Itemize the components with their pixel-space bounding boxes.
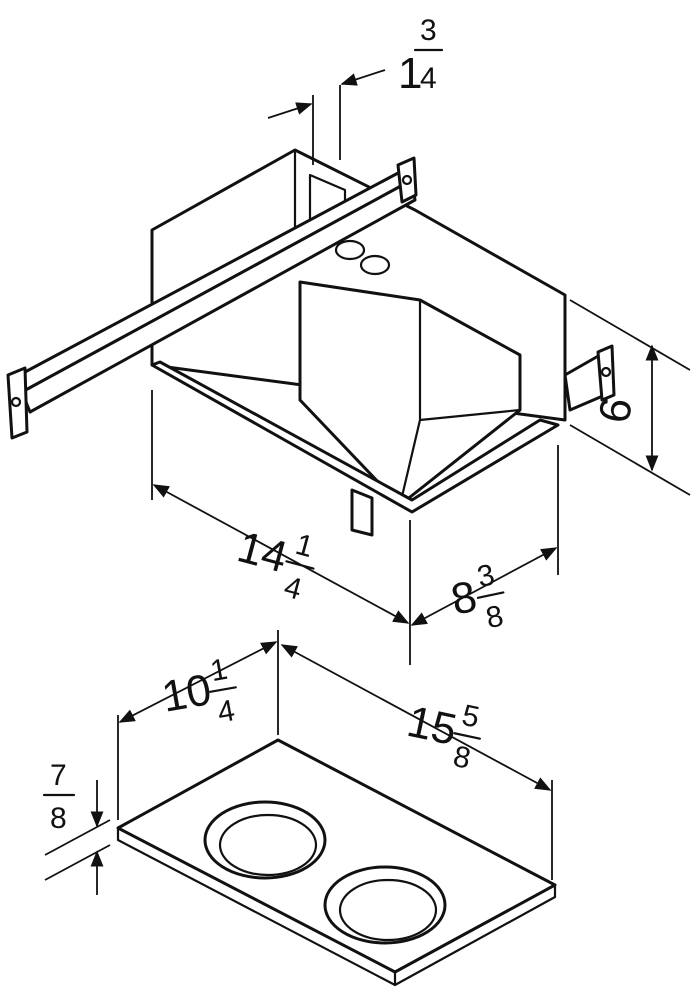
grille-width-whole: 10 <box>158 665 215 722</box>
rail-width-den: 4 <box>420 62 437 95</box>
housing-length-num: 1 <box>292 528 317 564</box>
rail-width-num: 3 <box>420 14 437 47</box>
housing-length-den: 4 <box>281 570 306 606</box>
housing-length-whole: 14 <box>232 522 292 582</box>
mounting-rail <box>6 156 616 440</box>
label-height: 6 <box>590 394 643 427</box>
grille-width-num: 1 <box>208 653 230 688</box>
grille-length-den: 8 <box>450 740 473 776</box>
rail-width-whole: 1 <box>398 49 422 98</box>
grille-length-whole: 15 <box>403 697 461 755</box>
grille-width-den: 4 <box>215 694 237 729</box>
dimension-lines <box>44 69 691 895</box>
housing-depth-num: 3 <box>474 558 497 594</box>
label-housing-depth: 8 3 8 <box>447 558 506 635</box>
housing-depth-whole: 8 <box>447 572 481 625</box>
grille-thickness-num: 7 <box>50 759 67 792</box>
label-grille-thickness: 7 8 <box>42 759 76 835</box>
label-rail-width: 1 3 4 <box>398 14 444 98</box>
label-housing-length: 14 1 4 <box>232 522 317 606</box>
housing-depth-den: 8 <box>483 599 506 635</box>
label-grille-width: 10 1 4 <box>158 653 237 730</box>
grille-thickness-den: 8 <box>50 802 67 835</box>
grille <box>116 738 557 987</box>
height-value: 6 <box>590 394 643 427</box>
grille-length-num: 5 <box>459 699 482 735</box>
fan-housing <box>150 148 567 537</box>
label-grille-length: 15 5 8 <box>403 697 482 776</box>
